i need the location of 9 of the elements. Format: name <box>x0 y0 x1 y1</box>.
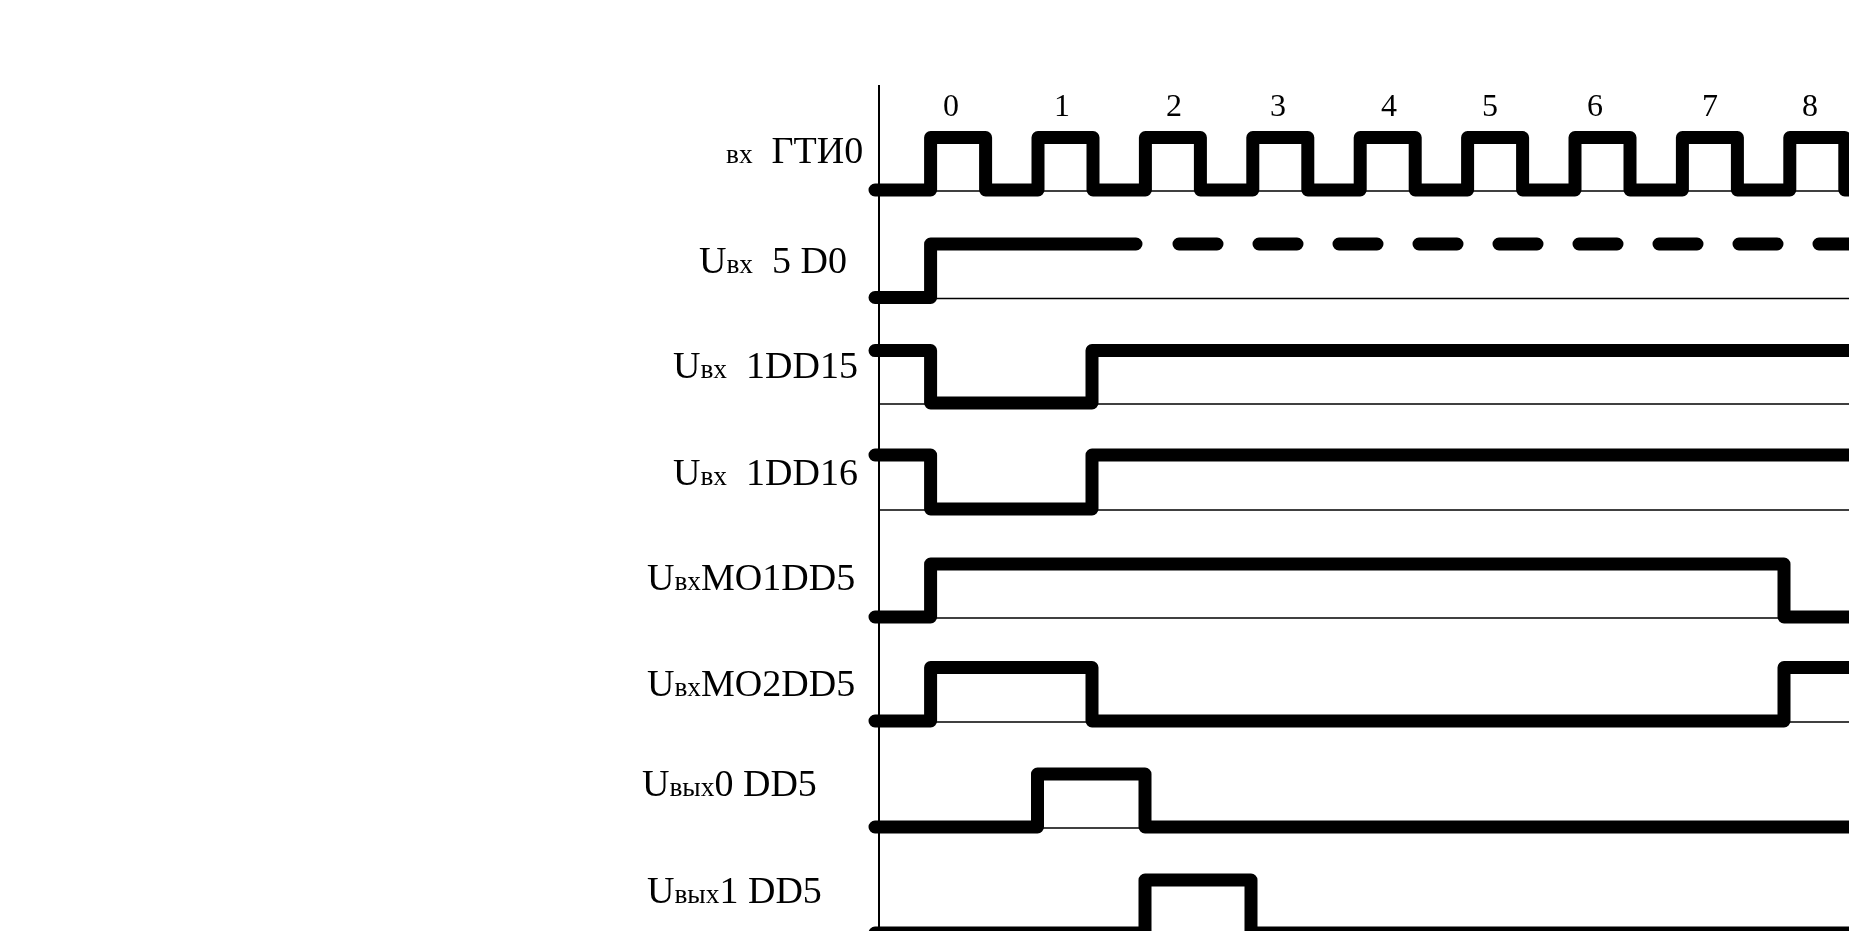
tick-label: 6 <box>1587 89 1603 121</box>
tick-label: 5 <box>1482 89 1498 121</box>
tick-label: 1 <box>1054 89 1070 121</box>
tick-label: 4 <box>1381 89 1397 121</box>
tick-label: 2 <box>1166 89 1182 121</box>
tick-label: 0 <box>943 89 959 121</box>
tick-label: 8 <box>1802 89 1818 121</box>
tick-label: 7 <box>1702 89 1718 121</box>
tick-label: 3 <box>1270 89 1286 121</box>
